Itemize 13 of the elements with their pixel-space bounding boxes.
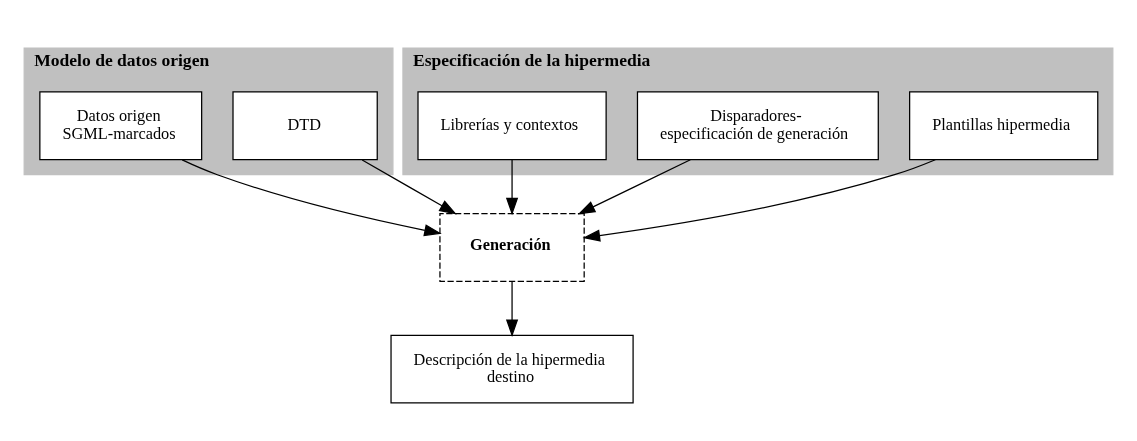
node-box: Plantillas hipermedia xyxy=(909,91,1099,161)
arrow xyxy=(181,159,442,237)
node-box: DTD xyxy=(232,91,378,161)
node-box: Librerías y contextos xyxy=(417,91,607,161)
node-box: Generación xyxy=(439,212,585,282)
arrow xyxy=(582,159,936,242)
arrow xyxy=(505,280,519,337)
node-box: Disparadores- especificación de generación xyxy=(636,91,879,161)
arrow xyxy=(361,159,457,215)
node-box: Descripción de la hipermedia destino xyxy=(390,334,634,404)
arrow xyxy=(577,159,691,215)
node-box: Datos origen SGML-marcados xyxy=(39,91,203,161)
arrow xyxy=(505,159,519,216)
